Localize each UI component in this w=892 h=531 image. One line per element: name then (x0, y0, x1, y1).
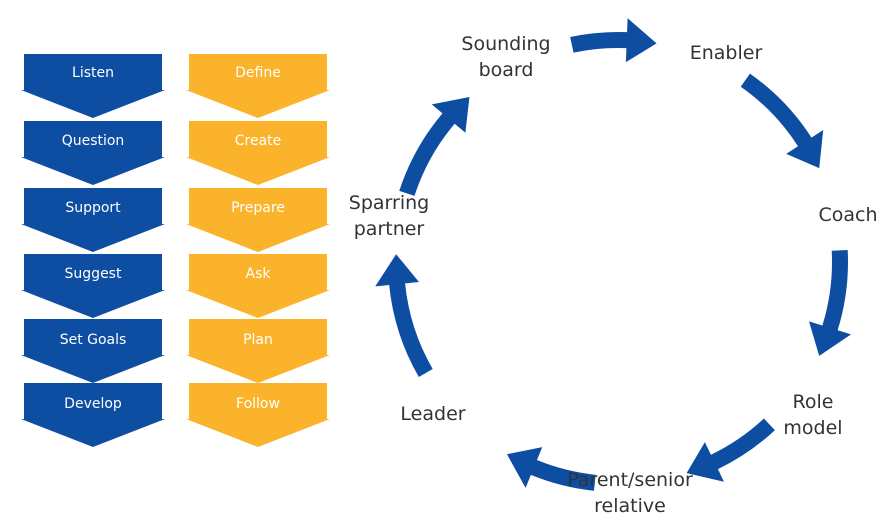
blue-chevron (21, 121, 165, 185)
orange-chevron-label-ask: Ask (245, 266, 271, 282)
orange-chevron (186, 188, 330, 252)
orange-chevron-label-follow: Follow (236, 396, 280, 412)
blue-chevron (21, 54, 165, 118)
blue-chevron (21, 319, 165, 383)
cycle-arrow (740, 73, 824, 169)
orange-chevron-label-prepare: Prepare (231, 200, 285, 216)
role-enabler: Enabler (676, 40, 776, 66)
cycle-arrow (686, 418, 775, 482)
role-line: model (783, 417, 843, 439)
orange-chevron-label-create: Create (234, 133, 282, 149)
role-line: Parent/senior (567, 469, 693, 491)
blue-chevron-label-support: Support (65, 200, 121, 216)
cycle-arrow (808, 249, 852, 356)
role-role-model: Role model (770, 389, 856, 441)
role-line: Coach (818, 204, 878, 226)
role-parent-senior-relative: Parent/senior relative (548, 467, 712, 519)
blue-chevron-label-develop: Develop (64, 396, 122, 412)
orange-chevron-label-define: Define (235, 65, 281, 81)
blue-chevron-label-suggest: Suggest (64, 266, 122, 282)
chevron-columns (21, 54, 330, 447)
orange-chevron (186, 383, 330, 447)
cycle-arrows (375, 18, 852, 491)
role-line: partner (353, 218, 425, 240)
blue-chevron-label-set-goals: Set Goals (59, 332, 127, 348)
orange-chevron (186, 254, 330, 318)
cycle-arrow (570, 18, 657, 63)
orange-chevron (186, 319, 330, 383)
role-line: Sparring (348, 192, 430, 214)
role-leader: Leader (388, 401, 478, 427)
blue-chevron (21, 188, 165, 252)
blue-chevron-label-question: Question (61, 133, 125, 149)
blue-chevron (21, 383, 165, 447)
blue-chevron-label-listen: Listen (72, 65, 114, 81)
cycle-arrow (399, 97, 470, 196)
blue-chevron (21, 254, 165, 318)
cycle-arrow (375, 254, 433, 377)
role-sparring-partner: Sparring partner (335, 190, 443, 242)
role-line: Role (792, 391, 834, 413)
role-line: relative (594, 495, 666, 517)
role-sounding-board: Sounding board (447, 31, 565, 83)
orange-chevron-label-plan: Plan (243, 332, 273, 348)
cycle-arrow (507, 447, 596, 491)
role-line: Leader (400, 403, 466, 425)
role-coach: Coach (806, 202, 890, 228)
orange-chevron (186, 121, 330, 185)
role-line: Sounding (461, 33, 551, 55)
role-line: Enabler (689, 42, 763, 64)
orange-chevron (186, 54, 330, 118)
role-line: board (478, 59, 534, 81)
